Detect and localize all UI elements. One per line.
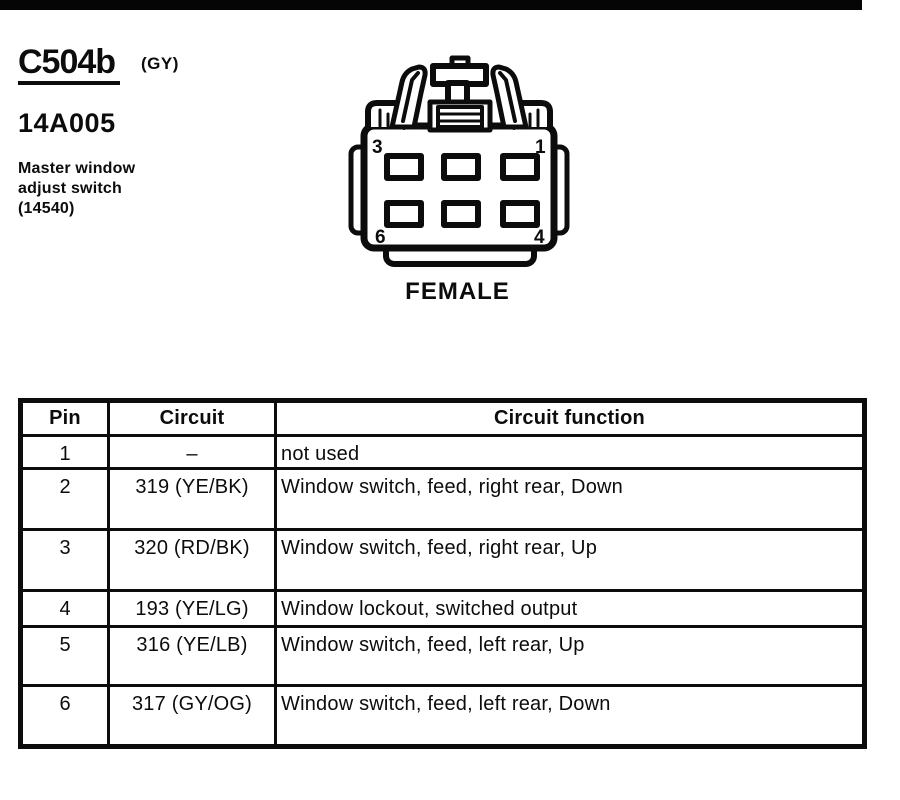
connector-gender-label: FEMALE: [405, 278, 510, 305]
description-line-1: Master window: [18, 160, 136, 177]
part-number: 14A005: [18, 108, 116, 138]
circuit-cell: –: [107, 434, 277, 470]
connector-latch-catch: [436, 105, 484, 129]
pin-cavity-1: [500, 153, 540, 181]
column-header-circuit-function: Circuit function: [274, 399, 866, 437]
pin-cell: 1: [19, 434, 110, 470]
connector-id: C504b: [18, 44, 121, 85]
pin-number-bottom-left: 6: [375, 227, 386, 248]
circuit-cell: 316 (YE/LB): [107, 625, 277, 687]
pin-cell: 2: [19, 467, 110, 531]
table-row: 1–not used: [19, 434, 866, 470]
function-cell: not used: [274, 434, 866, 470]
connector-body: [360, 122, 558, 252]
pin-cell: 3: [19, 528, 110, 592]
pin-cell: 4: [19, 589, 110, 628]
pin-number-top-right: 1: [535, 137, 546, 158]
function-cell: Window switch, feed, left rear, Down: [274, 684, 866, 748]
pin-number-top-left: 3: [372, 137, 383, 158]
column-header-pin: Pin: [19, 399, 110, 437]
function-cell: Window switch, feed, right rear, Down: [274, 467, 866, 531]
scan-artifact-bar: [0, 0, 862, 10]
circuit-cell: 193 (YE/LG): [107, 589, 277, 628]
connector-color-code: (GY): [141, 54, 179, 73]
pin-cavity-2: [441, 153, 481, 181]
function-cell: Window lockout, switched output: [274, 589, 866, 628]
description-line-3: (14540): [18, 200, 75, 217]
pin-cell: 6: [19, 684, 110, 748]
table-header-row: Pin Circuit Circuit function: [19, 399, 866, 437]
connector-diagram: 3 1 6 4: [348, 55, 570, 267]
circuit-cell: 319 (YE/BK): [107, 467, 277, 531]
pin-cavity-3: [384, 153, 424, 181]
component-description: Master window adjust switch (14540): [18, 159, 135, 219]
circuit-cell: 320 (RD/BK): [107, 528, 277, 592]
pin-cell: 5: [19, 625, 110, 687]
pin-cavity-6: [384, 200, 424, 228]
function-cell: Window switch, feed, left rear, Up: [274, 625, 866, 687]
description-line-2: adjust switch: [18, 180, 122, 197]
function-cell: Window switch, feed, right rear, Up: [274, 528, 866, 592]
circuit-cell: 317 (GY/OG): [107, 684, 277, 748]
pin-cavity-4: [500, 200, 540, 228]
pin-number-bottom-right: 4: [534, 227, 545, 248]
pin-cavity-5: [441, 200, 481, 228]
column-header-circuit: Circuit: [107, 399, 277, 437]
